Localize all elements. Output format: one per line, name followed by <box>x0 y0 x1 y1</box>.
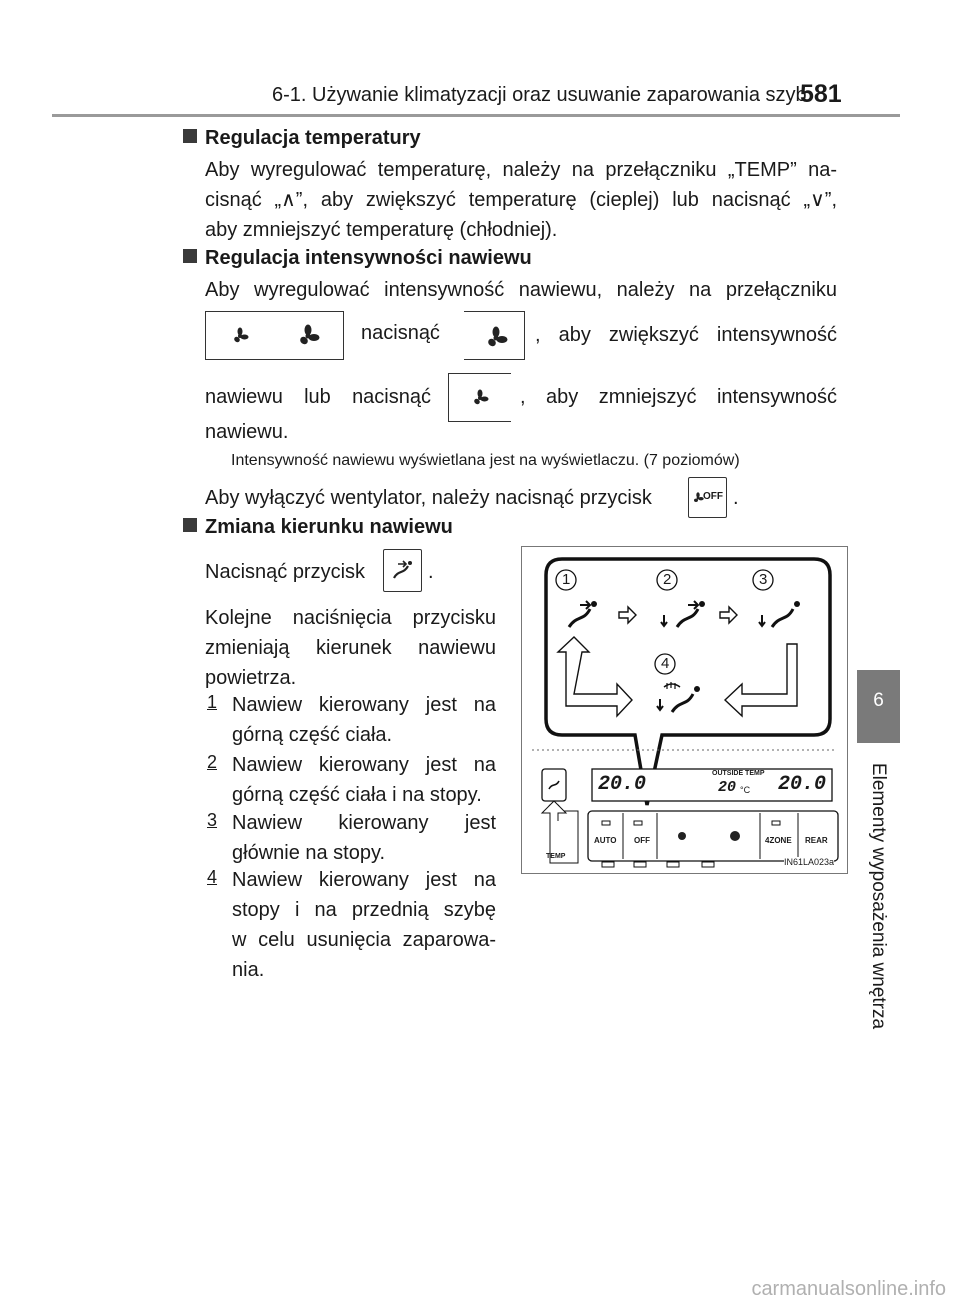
fan-switch-icons <box>234 324 320 345</box>
direction-press-text: Nacisnąć przycisk <box>205 561 366 583</box>
mode-4-icon <box>656 682 695 713</box>
fan-small-icon <box>234 327 249 343</box>
mode-3-line-2: głównie na stopy. <box>232 842 386 864</box>
direction-desc-2: zmieniają kierunek nawiewu <box>205 637 496 659</box>
watermark: carmanualsonline.info <box>751 1278 946 1300</box>
temperature-line-2: cisnąć „∧”, aby zwiększyć temperaturę (c… <box>205 189 837 211</box>
callout-4-label: 4 <box>661 655 670 672</box>
mode-4-line-3: w celu usunięcia zaparowa- <box>232 929 496 951</box>
page-number: 581 <box>800 80 842 108</box>
4zone-button-label: 4ZONE <box>765 836 792 845</box>
callout-3-circle <box>752 569 774 591</box>
fan-small-icon <box>474 389 489 405</box>
airflow-mode-figure: 1 2 3 4 20.0 OUTSIDE TEMP 20 °C 20.0 AUT… <box>521 546 848 874</box>
panel-fan-icons <box>678 831 740 841</box>
off-label: OFF <box>703 491 723 502</box>
mode-icon <box>393 560 412 579</box>
rear-button-label: REAR <box>805 836 828 845</box>
temp-button-label: TEMP <box>546 853 566 860</box>
airflow-end: nawiewu. <box>205 421 289 443</box>
callout-2-label: 2 <box>663 571 672 588</box>
fan-off-period: . <box>733 487 739 509</box>
callout-1-label: 1 <box>562 571 571 588</box>
mode-3-icon <box>758 608 795 628</box>
mode-1-line-1: Nawiew kierowany jest na <box>232 694 496 716</box>
display-right-temp: 20.0 <box>778 773 827 796</box>
arrow-right-2-icon <box>719 605 738 625</box>
panel-indicator-leds <box>601 820 781 868</box>
chapter-number: 6 <box>873 690 884 711</box>
mode-2-head <box>699 601 705 607</box>
figure-drawing <box>532 557 839 868</box>
pointer-arrow-icon <box>540 800 568 821</box>
mode-4-number: 4 <box>207 867 218 887</box>
bullet-square-icon <box>183 249 197 263</box>
display-left-temp: 20.0 <box>598 773 647 796</box>
header-rule <box>52 114 900 117</box>
callout-3-label: 3 <box>759 571 768 588</box>
callout-2-circle <box>656 569 678 591</box>
mode-3-line-1: Nawiew kierowany jest <box>232 812 496 834</box>
display-outside-temp: 20 <box>718 779 737 796</box>
arrow-back-left-icon <box>556 636 633 718</box>
fan-large-icon <box>488 326 508 347</box>
mode-button-image <box>383 549 422 592</box>
direction-desc-3: powietrza. <box>205 667 297 689</box>
fan-off-text: Aby wyłączyć wentylator, należy nacisnąć… <box>205 487 652 509</box>
fan-off-button-image: OFF <box>688 477 727 518</box>
fan-increase-button-image <box>464 311 525 360</box>
press-label: nacisnąć <box>361 322 440 344</box>
mode-1-icon <box>567 600 592 628</box>
fan-switch-image <box>205 311 344 360</box>
fan-speed-heading: Regulacja intensywności nawiewu <box>183 247 532 270</box>
mode-4-head <box>694 686 700 692</box>
auto-button-label: AUTO <box>594 836 617 845</box>
direction-press-period: . <box>428 561 434 583</box>
mode-4-line-2: stopy i na przednią szybę <box>232 899 496 921</box>
mode-1-head <box>591 601 597 607</box>
mode-2-number: 2 <box>207 752 218 772</box>
panel-display <box>591 768 833 802</box>
mode-2-line-1: Nawiew kierowany jest na <box>232 754 496 776</box>
mode-2-line-2: górną część ciała i na stopy. <box>232 784 482 806</box>
fan-small-icon <box>694 492 704 502</box>
section-header: 6-1. Używanie klimatyzacji oraz usuwanie… <box>272 84 807 106</box>
mode-1-number: 1 <box>207 692 218 712</box>
callout-1-circle <box>555 569 577 591</box>
off-button-label: OFF <box>634 836 650 845</box>
callout-4-circle <box>654 653 676 675</box>
mode-1-line-2: górną część ciała. <box>232 724 393 746</box>
arrow-right-1-icon <box>618 605 637 625</box>
figure-code: IN61LA023a <box>784 857 835 867</box>
fan-large-icon <box>300 324 320 345</box>
decrease-text: , aby zmniejszyć intensywność <box>520 386 837 408</box>
arrow-back-right-icon <box>723 643 798 718</box>
chapter-tab <box>857 670 900 743</box>
panel-button-row <box>587 810 839 862</box>
bullet-square-icon <box>183 518 197 532</box>
direction-desc-1: Kolejne naciśnięcia przycisku <box>205 607 496 629</box>
airflow-or-press: nawiewu lub nacisnąć <box>205 386 431 408</box>
mode-2-icon <box>660 600 700 628</box>
mode-4-line-4: nia. <box>232 959 265 981</box>
display-unit: °C <box>740 785 751 795</box>
fan-speed-line-1: Aby wyregulować intensywność nawiewu, na… <box>205 279 837 301</box>
mode-4-line-1: Nawiew kierowany jest na <box>232 869 496 891</box>
direction-heading: Zmiana kierunku nawiewu <box>183 516 453 539</box>
temperature-heading: Regulacja temperatury <box>183 127 421 150</box>
chapter-title: Elementy wyposażenia wnętrza <box>868 762 889 1030</box>
bullet-square-icon <box>183 129 197 143</box>
mode-3-number: 3 <box>207 810 218 830</box>
fan-levels-note: Intensywność nawiewu wyświetlana jest na… <box>231 452 740 469</box>
temperature-line-1: Aby wyregulować temperaturę, należy na p… <box>205 159 837 181</box>
temperature-line-3: aby zmniejszyć temperaturę (chłodniej). <box>205 219 558 241</box>
mode-3-head <box>794 601 800 607</box>
increase-text: , aby zwiększyć intensywność <box>535 324 837 346</box>
fan-decrease-button-image <box>448 373 511 422</box>
display-outside-label: OUTSIDE TEMP <box>712 770 765 777</box>
